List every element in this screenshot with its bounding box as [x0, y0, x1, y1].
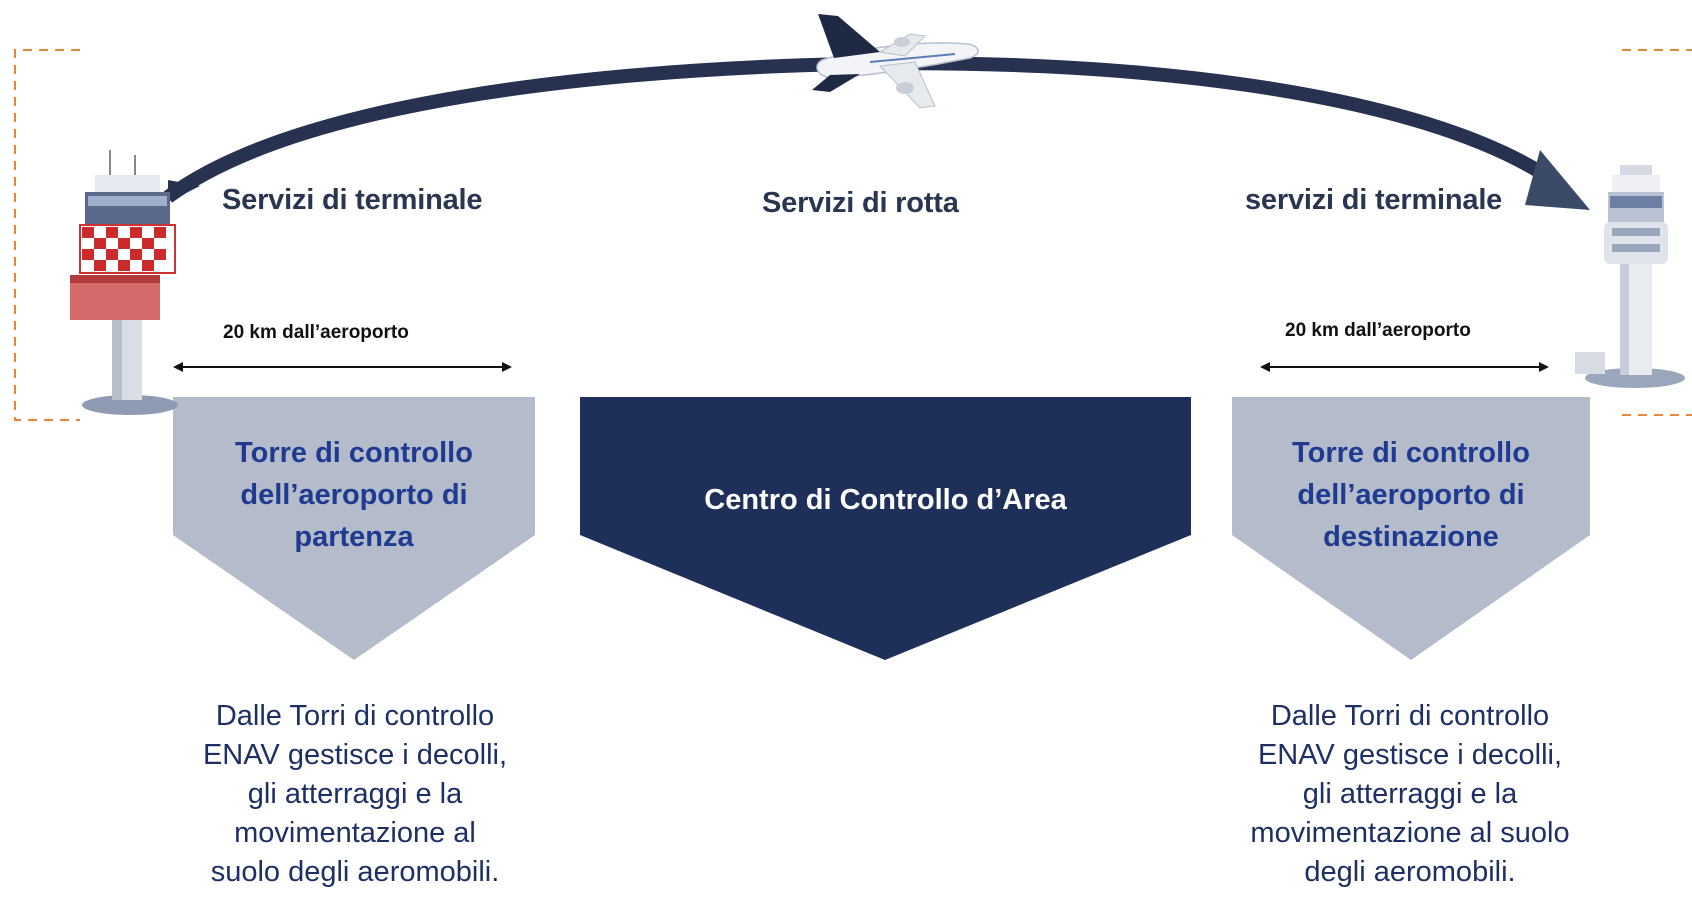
departure-description-line-2: ENAV gestisce i decolli, — [202, 739, 508, 771]
destination-tower-line-2: dell’aeroporto di — [1297, 479, 1525, 511]
flight-arc-start-cap — [168, 180, 200, 202]
destination-tower-block — [1232, 397, 1590, 660]
departure-description: Dalle Torri di controllo ENAV gestisce i… — [160, 697, 550, 892]
left-dashed-bracket — [14, 49, 80, 421]
flight-arc-arrowhead — [1525, 150, 1590, 210]
departure-description-line-1: Dalle Torri di controllo — [215, 700, 495, 732]
departure-tower-line-3: partenza — [294, 521, 414, 553]
departure-tower-line-1: Torre di controllo — [235, 437, 473, 469]
destination-description-line-5: degli aeromobili. — [1304, 856, 1516, 888]
destination-tower-line-3: destinazione — [1323, 521, 1499, 553]
area-control-center-block — [580, 397, 1191, 660]
departure-description-line-4: movimentazione al — [234, 817, 476, 849]
right-service-label: servizi di terminale — [1245, 184, 1503, 216]
flight-arc — [163, 56, 1565, 203]
departure-tower-title: Torre di controllo dell’aeroporto di par… — [173, 432, 535, 558]
departure-tower-block — [173, 397, 535, 660]
center-service-label: Servizi di rotta — [762, 187, 959, 219]
right-dashed-bracket — [1622, 49, 1692, 416]
destination-description-line-1: Dalle Torri di controllo — [1270, 700, 1550, 732]
departure-description-line-5: suolo degli aeromobili. — [210, 856, 500, 888]
departure-tower-line-2: dell’aeroporto di — [240, 479, 468, 511]
airplane-icon — [812, 14, 979, 109]
departure-description-line-3: gli atterraggi e la — [247, 778, 463, 810]
destination-description-line-2: ENAV gestisce i decolli, — [1257, 739, 1563, 771]
area-control-center-title: Centro di Controllo d’Area — [704, 484, 1067, 516]
destination-tower-title: Torre di controllo dell’aeroporto di des… — [1232, 432, 1590, 558]
destination-description: Dalle Torri di controllo ENAV gestisce i… — [1205, 697, 1615, 892]
destination-description-line-3: gli atterraggi e la — [1302, 778, 1518, 810]
destination-description-line-4: movimentazione al suolo — [1250, 817, 1570, 849]
left-control-tower-icon — [70, 150, 178, 415]
left-distance-label: 20 km dall’aeroporto — [223, 322, 409, 343]
destination-tower-line-1: Torre di controllo — [1292, 437, 1530, 469]
right-control-tower-icon — [1575, 165, 1685, 388]
left-service-label: Servizi di terminale — [222, 184, 483, 216]
right-distance-label: 20 km dall’aeroporto — [1285, 320, 1471, 341]
